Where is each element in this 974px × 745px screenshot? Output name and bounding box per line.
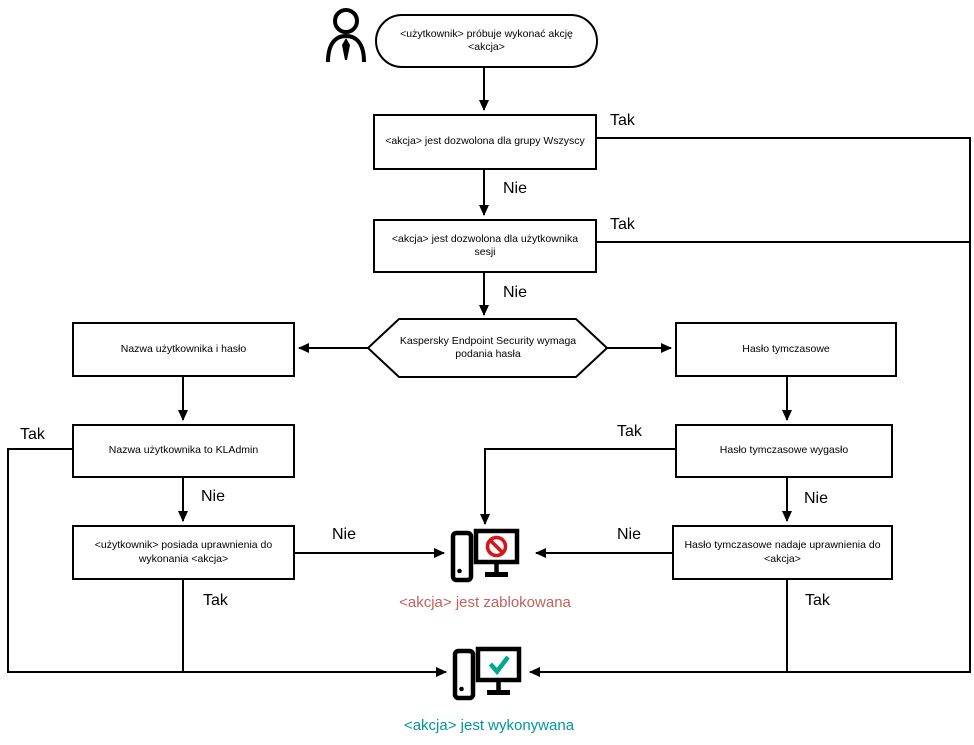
node-temporary-password-expired: Hasło tymczasowe wygasło <box>675 424 893 478</box>
node-start: <użytkownik> próbuje wykonać akcję <akcj… <box>375 14 598 68</box>
executed-caption: <akcja> jest wykonywana <box>403 717 575 734</box>
edge-label-session-yes: Tak <box>610 216 635 233</box>
prohibit-icon <box>485 535 508 558</box>
person-icon <box>326 8 366 63</box>
edge-label-everyone-yes: Tak <box>610 112 635 129</box>
edge-label-everyone-no: Nie <box>503 180 528 197</box>
check-icon <box>488 655 510 676</box>
edge-label-kladmin-no: Nie <box>201 488 226 505</box>
edge-label-session-no: Nie <box>503 284 528 301</box>
edge-label-tempexpired-yes: Tak <box>617 423 642 440</box>
edge-label-userperms-yes: Tak <box>203 592 228 609</box>
edge-label-tempexpired-no: Nie <box>804 490 829 507</box>
node-allowed-session: <akcja> jest dozwolona dla użytkownika s… <box>373 219 597 273</box>
computer-check-icon <box>452 645 522 708</box>
node-temp-password-grants: Hasło tymczasowe nadaje uprawnienia do <… <box>672 525 893 580</box>
blocked-caption: <akcja> jest zablokowana <box>399 594 571 611</box>
edge-kladmin-yes <box>7 448 447 677</box>
node-allowed-everyone: <akcja> jest dozwolona dla grupy Wszyscy <box>373 114 597 170</box>
computer-blocked-icon <box>450 527 520 590</box>
edge-label-tempgrants-yes: Tak <box>805 592 830 609</box>
hexagon-kes-password <box>366 318 609 378</box>
node-username-and-password: Nazwa użytkownika i hasło <box>72 322 295 377</box>
edge-everyone-yes <box>529 137 971 677</box>
edge-label-userperms-no: Nie <box>332 526 357 543</box>
edge-tempexpired-yes <box>480 448 675 525</box>
node-user-has-permissions: <użytkownik> posiada uprawnienia do wyko… <box>72 525 295 580</box>
node-temporary-password: Hasło tymczasowe <box>675 322 897 377</box>
node-username-is-kladmin: Nazwa użytkownika to KLAdmin <box>72 424 295 478</box>
edge-label-kladmin-yes: Tak <box>20 426 45 443</box>
edge-label-tempgrants-no: Nie <box>617 526 642 543</box>
node-kes-requires-password: Kaspersky Endpoint Security wymaga podan… <box>399 334 577 360</box>
